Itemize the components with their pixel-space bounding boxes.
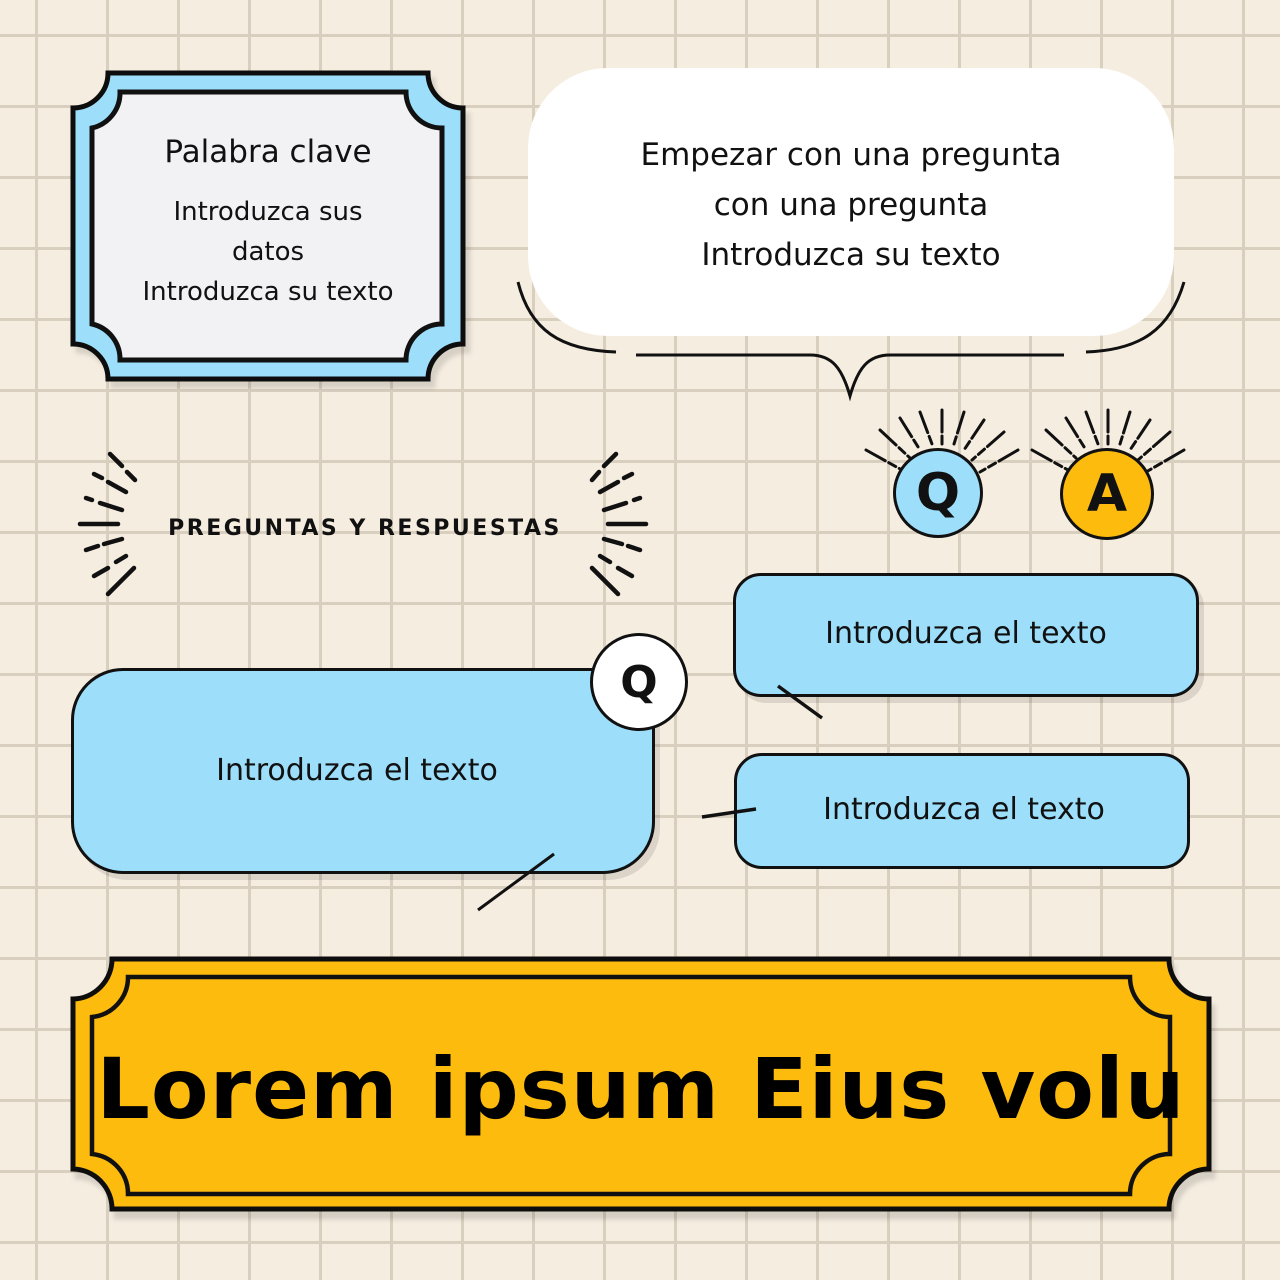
- large-bubble-text: Introduzca el texto: [216, 752, 498, 788]
- keyword-card-frame: [70, 70, 466, 382]
- speech-cloud-line2: con una pregunta: [713, 187, 989, 223]
- qa-heading: PREGUNTAS Y RESPUESTAS: [168, 516, 562, 541]
- q-badge: Q: [893, 448, 983, 538]
- small-bubble-2-text: Introduzca el texto: [823, 791, 1105, 827]
- a-badge-label: A: [1086, 464, 1128, 524]
- small-text-bubble-1: Introduzca el texto: [733, 573, 1199, 697]
- q-badge-rays-icon: [864, 408, 1020, 474]
- small-text-bubble-2: Introduzca el texto: [734, 753, 1190, 869]
- keyword-card-title: Palabra clave: [164, 134, 372, 170]
- a-badge: A: [1060, 448, 1154, 540]
- banner-text: Lorem ipsum Eius volu: [96, 1040, 1186, 1138]
- keyword-card-line2: datos: [231, 237, 305, 267]
- right-burst-icon: [589, 451, 649, 597]
- large-text-bubble: Introduzca el texto: [71, 668, 655, 874]
- small-bubble-1-text: Introduzca el texto: [825, 615, 1107, 651]
- large-bubble-q-label: Q: [620, 656, 658, 708]
- banner-frame: [70, 956, 1212, 1212]
- keyword-card-line1: Introduzca sus: [173, 197, 363, 227]
- large-bubble-tail: [477, 852, 555, 912]
- keyword-card-line3: Introduzca su texto: [142, 277, 394, 307]
- speech-cloud-brace: [516, 281, 1186, 402]
- speech-cloud: [528, 68, 1174, 336]
- large-bubble-q-badge: Q: [590, 633, 688, 731]
- a-badge-rays-icon: [1030, 408, 1186, 474]
- keyword-card: Palabra clave Introduzca sus datos Intro…: [70, 70, 466, 382]
- speech-cloud-line1: Empezar con una pregunta: [640, 137, 1062, 173]
- speech-cloud-line3: Introduzca su texto: [701, 237, 1001, 273]
- small-bubble-1-tail: [776, 684, 824, 720]
- small-bubble-2-tail: [701, 807, 757, 819]
- q-badge-label: Q: [915, 463, 961, 523]
- left-burst-icon: [77, 451, 138, 597]
